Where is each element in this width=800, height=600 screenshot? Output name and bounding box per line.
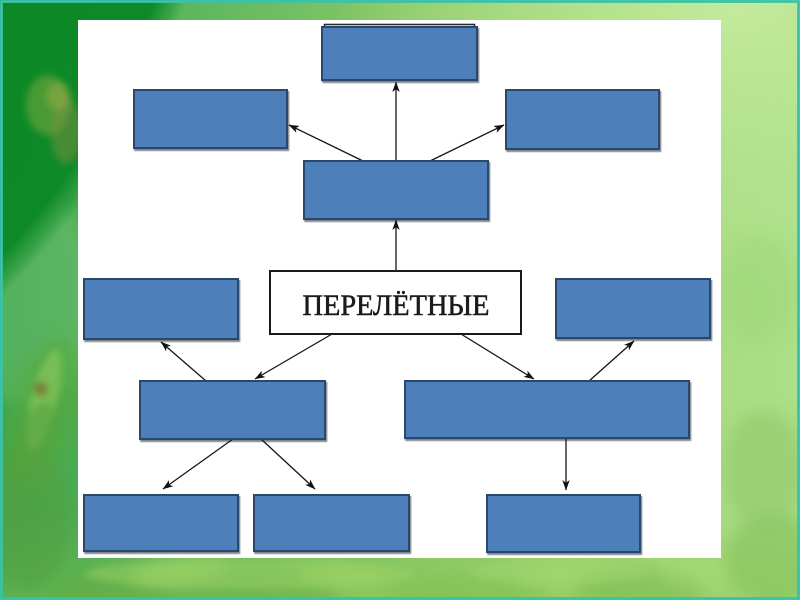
svg-text:ПЕРЕЛЁТНЫЕ: ПЕРЕЛЁТНЫЕ	[303, 289, 490, 322]
